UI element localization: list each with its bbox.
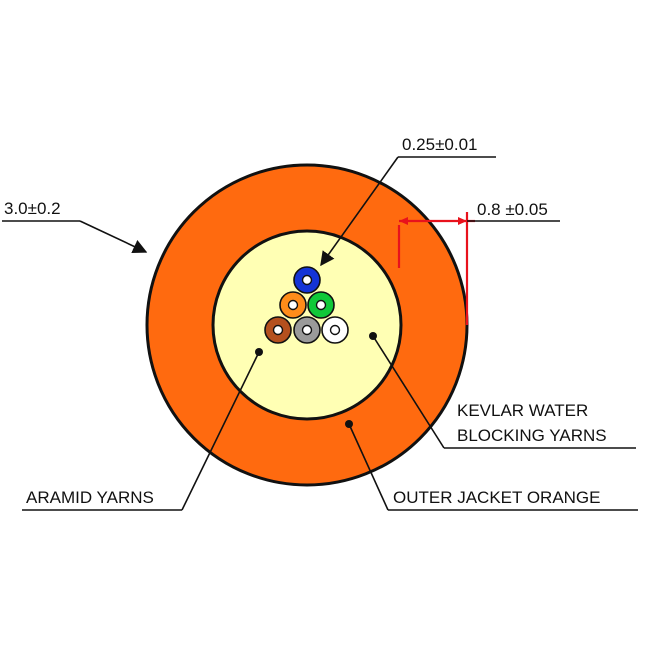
kevlar-label-line2: BLOCKING YARNS (457, 426, 607, 445)
jacket-thickness-dimension (397, 212, 475, 325)
fiber-diameter-label: 0.25±0.01 (402, 135, 478, 154)
fiber-gray-core (301, 324, 313, 336)
fiber-white-core (329, 324, 341, 336)
fiber-bundle (264, 266, 349, 344)
outer-jacket-leader (348, 423, 389, 511)
fiber-blue-core (301, 274, 313, 286)
fiber-diameter-leader (320, 156, 399, 267)
outer-diameter-label: 3.0±0.2 (4, 199, 61, 218)
fiber-green-core (315, 299, 327, 311)
aramid-yarns-leader (181, 351, 260, 511)
fiber-brown-core (272, 324, 284, 336)
aramid-yarns-label: ARAMID YARNS (26, 488, 154, 507)
jacket-thickness-label: 0.8 ±0.05 (477, 200, 548, 219)
outer-jacket-label: OUTER JACKET ORANGE (393, 488, 601, 507)
kevlar-label-line1: KEVLAR WATER (457, 401, 588, 420)
fiber-orange-core (287, 299, 299, 311)
outer-diameter-leader (79, 220, 148, 254)
kevlar-yarns-leader (372, 335, 445, 449)
